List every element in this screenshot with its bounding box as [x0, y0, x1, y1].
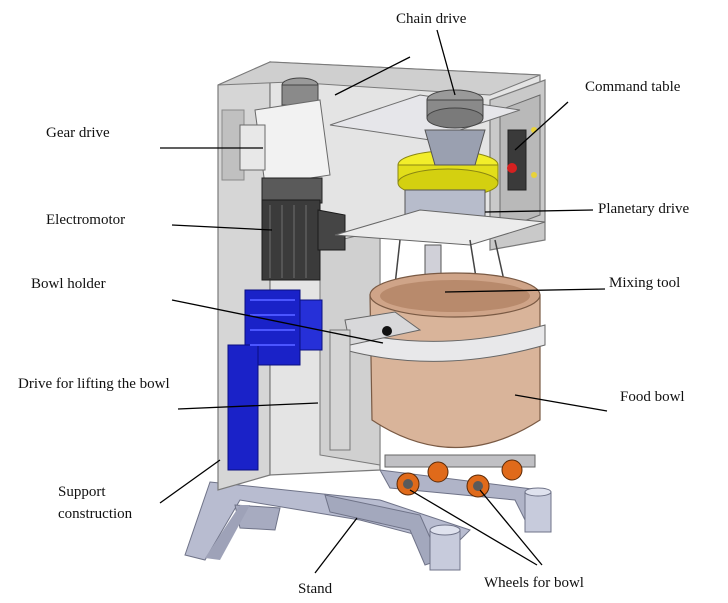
bowl-holder-arm: [329, 311, 546, 451]
label-drive-for-lifting-the-bowl: Drive for lifting the bowl: [18, 376, 170, 392]
label-planetary-drive: Planetary drive: [598, 201, 690, 217]
chain-drive-sprocket: [281, 77, 484, 129]
label-food-bowl: Food bowl: [620, 389, 685, 405]
label-wheels-for-bowl: Wheels for bowl: [484, 575, 584, 591]
leader-lines: [159, 29, 608, 574]
label-support-construction: Support construction: [58, 484, 133, 522]
label-command-table: Command table: [585, 79, 681, 95]
label-gear-drive: Gear drive: [46, 125, 110, 141]
gear-drive-unit: [239, 99, 331, 186]
command-panel: [499, 94, 541, 231]
label-stand: Stand: [298, 581, 333, 597]
food-bowl-body: [369, 272, 541, 449]
bowl-lift-drive: [227, 289, 323, 471]
bowl-wheels: [384, 454, 536, 498]
electromotor-body: [261, 177, 346, 281]
label-electromotor: Electromotor: [46, 212, 126, 228]
planetary-drive-unit: [334, 129, 546, 246]
label-mixing-tool: Mixing tool: [609, 275, 681, 291]
label-bowl-holder: Bowl holder: [31, 276, 106, 292]
label-chain-drive: Chain drive: [396, 11, 467, 27]
stand-base: [184, 469, 552, 571]
